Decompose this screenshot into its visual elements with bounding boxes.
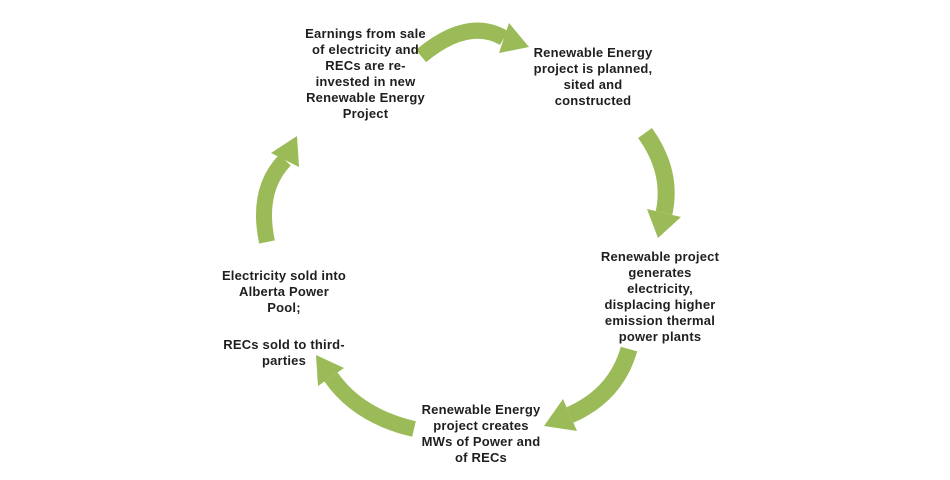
cycle-node-generation: Renewable project generates electricity,… xyxy=(600,249,720,344)
curved-arrow-bottom-left-icon xyxy=(316,355,416,437)
cycle-node-sale-paragraph-1: Electricity sold into Alberta Power Pool… xyxy=(221,268,347,315)
arrow-head xyxy=(271,136,299,167)
curved-arrow-right-icon xyxy=(637,128,681,238)
cycle-node-sale: Electricity sold into Alberta Power Pool… xyxy=(220,252,348,385)
arrow-shaft xyxy=(256,154,291,244)
cycle-node-sale-paragraph-2: RECs sold to third- parties xyxy=(223,337,345,368)
arrow-shaft xyxy=(566,346,638,423)
arrow-shaft xyxy=(415,22,509,63)
arrow-head xyxy=(647,209,681,238)
arrow-shaft xyxy=(324,372,416,437)
cycle-node-planning: Renewable Energy project is planned, sit… xyxy=(533,45,653,108)
curved-arrow-bottom-right-icon xyxy=(544,346,638,431)
arrow-head xyxy=(316,355,344,386)
curved-arrow-top-icon xyxy=(415,22,529,63)
cycle-node-reinvestment: Earnings from sale of electricity and RE… xyxy=(305,26,426,121)
arrow-shaft xyxy=(637,128,675,215)
curved-arrow-left-icon xyxy=(256,136,299,244)
arrow-head xyxy=(544,399,577,431)
cycle-node-creation: Renewable Energy project creates MWs of … xyxy=(421,402,541,465)
arrow-head xyxy=(499,23,529,53)
